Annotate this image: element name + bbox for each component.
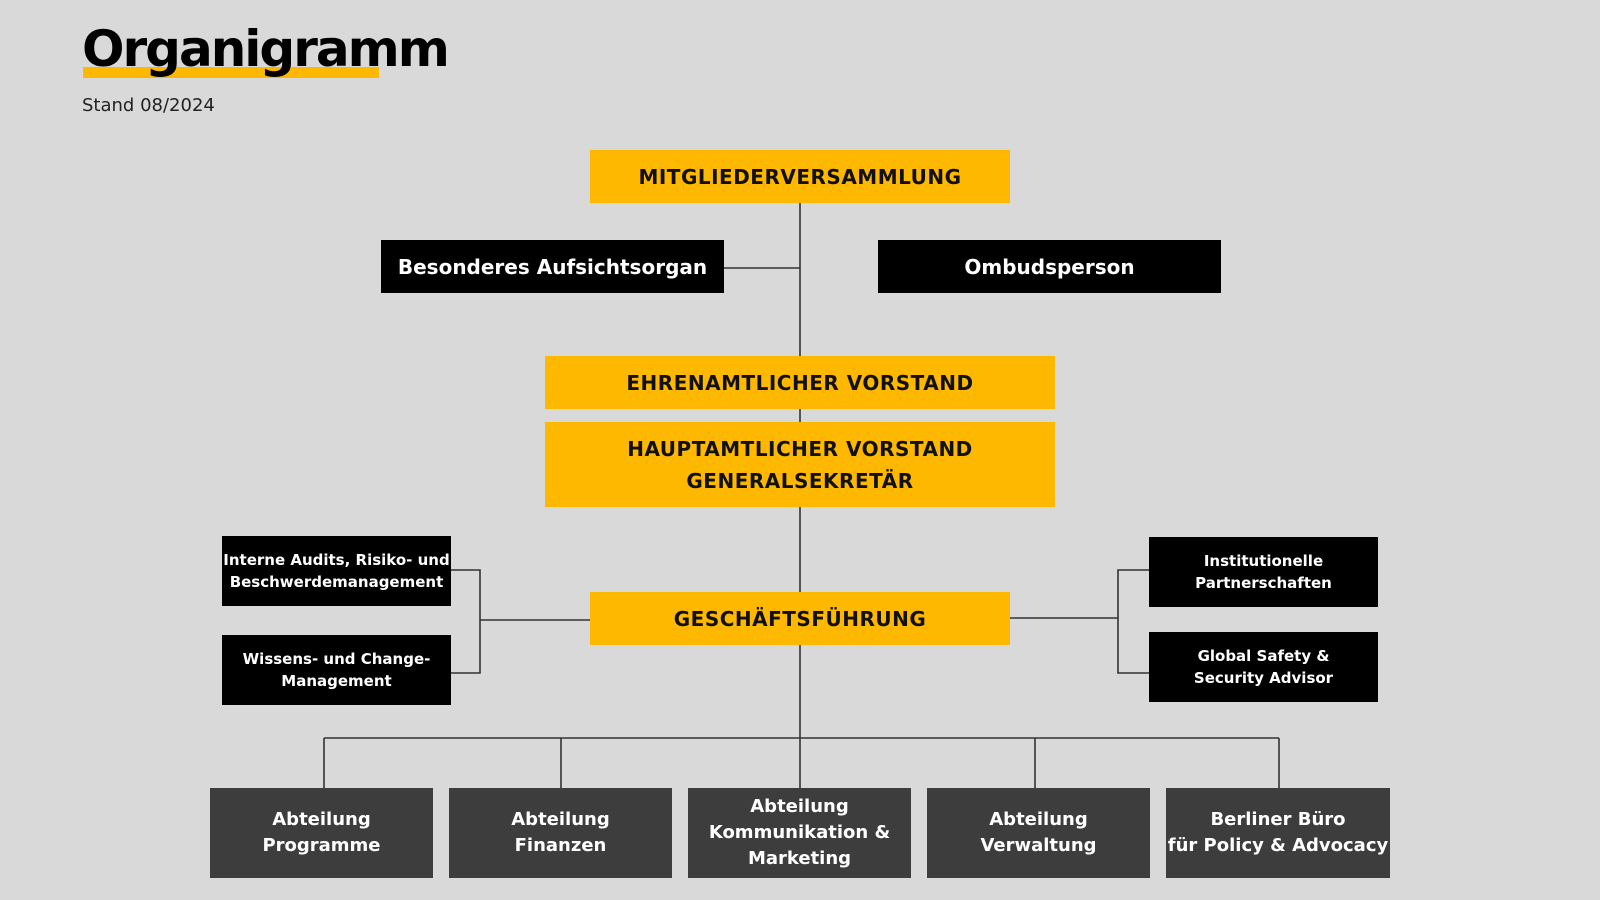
node-hauptamtlicher-vorstand: HAUPTAMTLICHER VORSTAND GENERALSEKRETÄR <box>545 422 1055 507</box>
node-safety-advisor: Global Safety & Security Advisor <box>1149 632 1378 702</box>
page-title: Organigramm <box>82 20 450 78</box>
connector-right-bracket <box>1117 569 1149 674</box>
node-aufsichtsorgan: Besonderes Aufsichtsorgan <box>381 240 724 293</box>
node-berliner-buero: Berliner Büro für Policy & Advocacy <box>1166 788 1390 878</box>
title-underline <box>83 67 379 78</box>
page-subtitle: Stand 08/2024 <box>82 95 215 116</box>
title-block: Organigramm <box>82 20 450 78</box>
node-partnerschaften: Institutionelle Partnerschaften <box>1149 537 1378 607</box>
node-wissens-management: Wissens- und Change- Management <box>222 635 451 705</box>
node-geschaeftsfuehrung: GESCHÄFTSFÜHRUNG <box>590 592 1010 645</box>
connector-left-bracket <box>451 569 481 674</box>
node-mitgliederversammlung: MITGLIEDERVERSAMMLUNG <box>590 150 1010 203</box>
node-abt-verwaltung: Abteilung Verwaltung <box>927 788 1150 878</box>
node-ombudsperson: Ombudsperson <box>878 240 1221 293</box>
node-abt-finanzen: Abteilung Finanzen <box>449 788 672 878</box>
node-abt-programme: Abteilung Programme <box>210 788 433 878</box>
node-abt-kommunikation: Abteilung Kommunikation & Marketing <box>688 788 911 878</box>
node-ehrenamtlicher-vorstand: EHRENAMTLICHER VORSTAND <box>545 356 1055 409</box>
node-interne-audits: Interne Audits, Risiko- und Beschwerdema… <box>222 536 451 606</box>
